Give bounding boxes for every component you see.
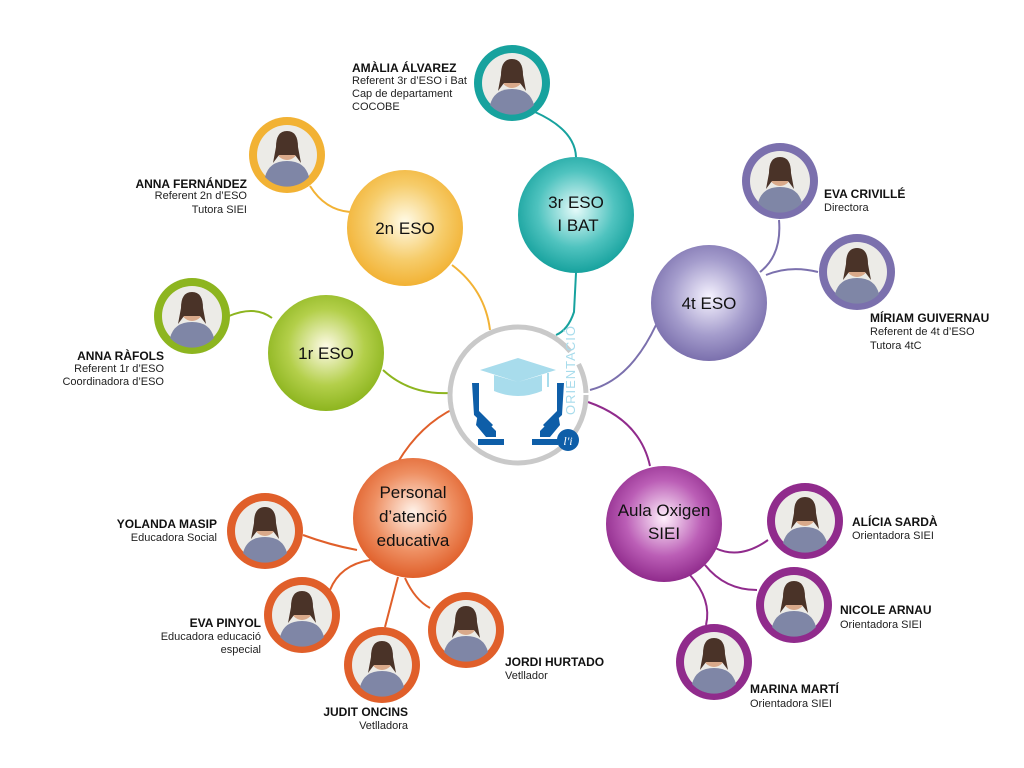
avatar-judit xyxy=(344,627,420,703)
person-role: Referent 1r d’ESO xyxy=(74,363,164,375)
person-role: Orientadora SIEI xyxy=(852,530,934,542)
person-role: COCOBE xyxy=(352,101,400,113)
person-name: MÍRIAM GUIVERNAU xyxy=(870,310,989,325)
hub-label: I BAT xyxy=(557,216,598,235)
person-role: Vetllador xyxy=(505,670,548,682)
orientacio-label: ORIENTACIÓ xyxy=(563,325,578,415)
person-role: Referent 3r d’ESO i Bat xyxy=(352,75,467,87)
avatar-yolanda xyxy=(227,493,303,569)
avatar-amalia xyxy=(474,45,550,121)
person-judit: JUDIT ONCINS Vetlladora xyxy=(323,705,409,732)
hub-personal-atencio-educativa[interactable]: Personal d’atenció educativa xyxy=(353,458,473,578)
person-name: EVA CRIVILLÉ xyxy=(824,186,905,201)
person-jordi: JORDI HURTADO Vetllador xyxy=(505,655,604,682)
hub-label: Aula Oxigen xyxy=(618,501,711,520)
hub-label: 4t ESO xyxy=(682,294,737,313)
person-anna-fernandez: ANNA FERNÁNDEZ Referent 2n d’ESO Tutora … xyxy=(135,176,247,216)
hub-label: SIEI xyxy=(648,524,680,543)
person-role: Tutora 4tC xyxy=(870,340,922,352)
avatar-miriam xyxy=(819,234,895,310)
person-name: ALÍCIA SARDÀ xyxy=(852,514,938,529)
person-name: NICOLE ARNAU xyxy=(840,603,932,617)
person-nicole: NICOLE ARNAU Orientadora SIEI xyxy=(840,603,932,631)
person-role: Educadora educació xyxy=(161,631,261,643)
hub-2n-eso[interactable]: 2n ESO xyxy=(347,170,463,286)
avatar-marina xyxy=(676,624,752,700)
hub-1r-eso[interactable]: 1r ESO xyxy=(268,295,384,411)
person-eva-pinyol: EVA PINYOL Educadora educació especial xyxy=(161,616,261,656)
person-role: Cap de departament xyxy=(352,88,452,100)
hub-label: educativa xyxy=(377,531,450,550)
person-name: MARINA MARTÍ xyxy=(750,681,840,696)
person-miriam: MÍRIAM GUIVERNAU Referent de 4t d’ESO Tu… xyxy=(870,310,989,352)
person-name: EVA PINYOL xyxy=(190,616,261,630)
hub-3r-eso-bat[interactable]: 3r ESO I BAT xyxy=(518,157,634,273)
connectors xyxy=(228,111,819,628)
hub-label: d’atenció xyxy=(379,507,447,526)
person-role: Orientadora SIEI xyxy=(750,698,832,710)
graduation-cap-icon xyxy=(480,358,556,396)
person-eva-criville: EVA CRIVILLÉ Directora xyxy=(824,186,905,214)
center-orientacio-logo[interactable]: ORIENTACIÓ l'i xyxy=(447,324,589,466)
avatar-anna-rafols xyxy=(154,278,230,354)
person-name: JORDI HURTADO xyxy=(505,655,604,669)
avatar-anna-fernandez xyxy=(249,117,325,193)
person-name: ANNA RÀFOLS xyxy=(77,348,164,363)
li-brand-badge xyxy=(557,429,579,451)
person-role: Tutora SIEI xyxy=(192,204,247,216)
hub-label: Personal xyxy=(379,483,446,502)
person-role: Referent de 4t d’ESO xyxy=(870,326,975,338)
person-role: Orientadora SIEI xyxy=(840,619,922,631)
hub-4t-eso[interactable]: 4t ESO xyxy=(651,245,767,361)
person-role: Coordinadora d’ESO xyxy=(62,376,164,388)
person-role: Vetlladora xyxy=(359,720,409,732)
hub-label: 3r ESO xyxy=(548,193,604,212)
person-role: Referent 2n d’ESO xyxy=(155,190,248,202)
avatar-eva-criville xyxy=(742,143,818,219)
person-yolanda: YOLANDA MASIP Educadora Social xyxy=(117,517,217,544)
person-role: Educadora Social xyxy=(131,532,217,544)
avatar-eva-pinyol xyxy=(264,577,340,653)
hub-label: 2n ESO xyxy=(375,219,435,238)
person-name: JUDIT ONCINS xyxy=(323,705,408,719)
person-role: Directora xyxy=(824,202,870,214)
hands-icon xyxy=(472,383,564,445)
person-name: YOLANDA MASIP xyxy=(117,517,217,531)
li-brand-text: l'i xyxy=(563,434,572,448)
avatar-jordi xyxy=(428,592,504,668)
avatar-alicia xyxy=(767,483,843,559)
person-role: especial xyxy=(221,644,261,656)
person-amalia: AMÀLIA ÁLVAREZ Referent 3r d’ESO i Bat C… xyxy=(352,60,467,113)
hub-label: 1r ESO xyxy=(298,344,354,363)
person-alicia: ALÍCIA SARDÀ Orientadora SIEI xyxy=(852,514,938,542)
person-marina: MARINA MARTÍ Orientadora SIEI xyxy=(750,681,840,710)
person-name: ANNA FERNÁNDEZ xyxy=(135,176,247,191)
person-name: AMÀLIA ÁLVAREZ xyxy=(352,60,456,75)
avatar-nicole xyxy=(756,567,832,643)
person-anna-rafols: ANNA RÀFOLS Referent 1r d’ESO Coordinado… xyxy=(62,348,164,388)
